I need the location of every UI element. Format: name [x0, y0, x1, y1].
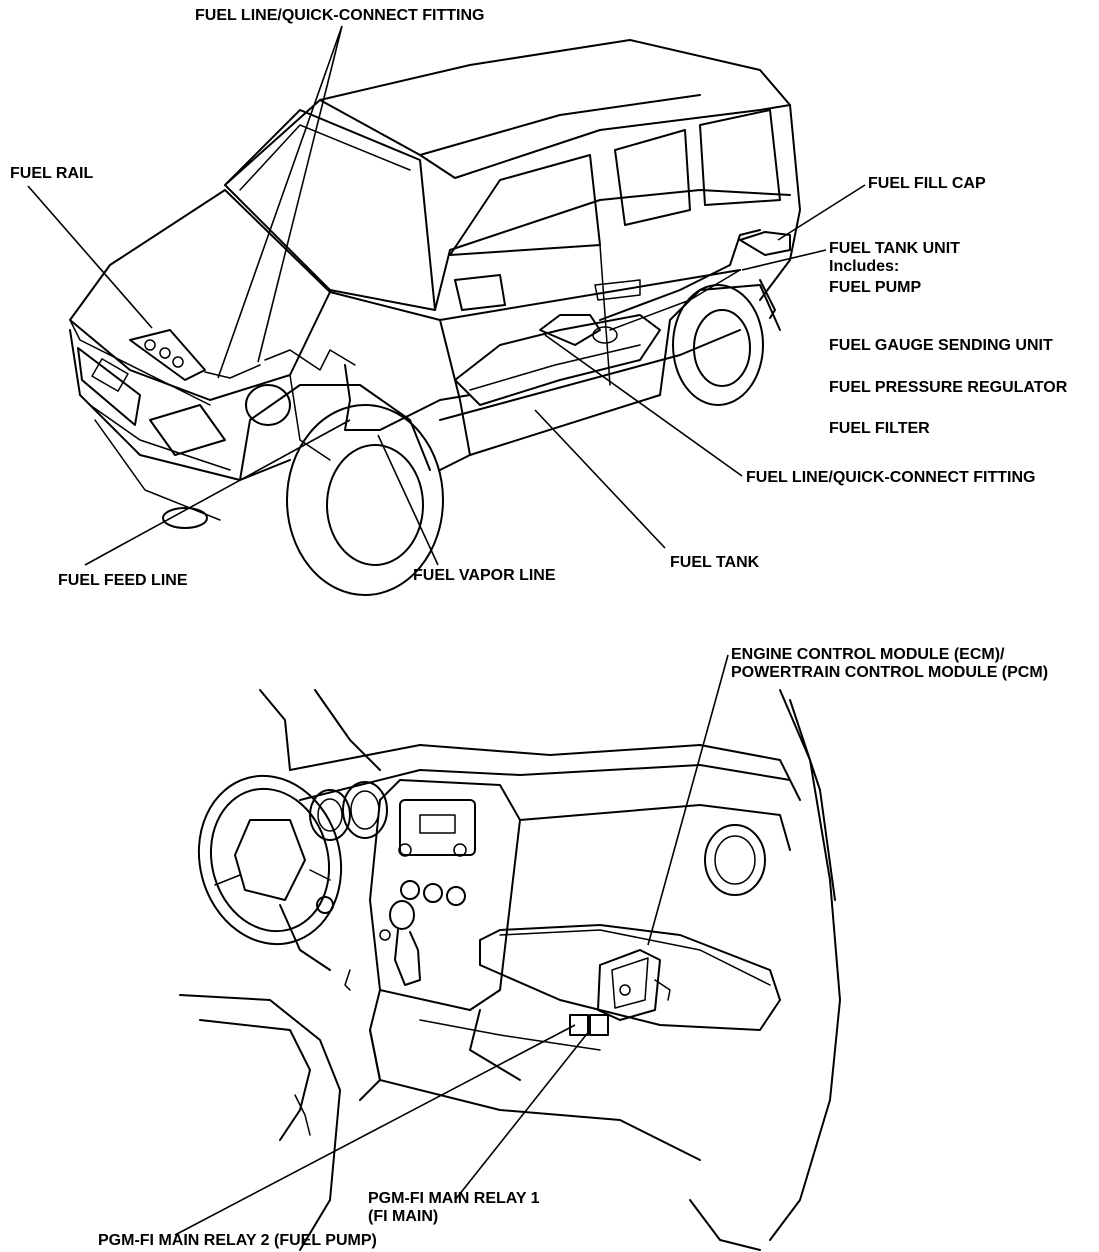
label-relay1-line1: PGM-FI MAIN RELAY 1	[368, 1190, 540, 1207]
label-fuel-tank-unit: FUEL TANK UNIT	[829, 240, 960, 257]
label-fuel-pump: FUEL PUMP	[829, 279, 922, 296]
label-relay1-line2: (FI MAIN)	[368, 1208, 439, 1225]
label-ecm-line1: ENGINE CONTROL MODULE (ECM)/	[731, 646, 1005, 663]
label-fuel-rail: FUEL RAIL	[10, 165, 94, 182]
vehicle-illustration	[69, 39, 801, 596]
top-leader-lines	[27, 25, 866, 566]
label-fuel-pressure-regulator: FUEL PRESSURE REGULATOR	[829, 379, 1068, 396]
label-fuel-gauge-sending-unit: FUEL GAUGE SENDING UNIT	[829, 337, 1053, 354]
label-fuel-vapor-line: FUEL VAPOR LINE	[413, 567, 556, 584]
label-fuel-line-quick-connect-top: FUEL LINE/QUICK-CONNECT FITTING	[195, 7, 485, 24]
label-fuel-fill-cap: FUEL FILL CAP	[868, 175, 986, 192]
label-fuel-filter: FUEL FILTER	[829, 420, 930, 437]
label-ecm-line2: POWERTRAIN CONTROL MODULE (PCM)	[731, 664, 1049, 681]
label-fuel-tank: FUEL TANK	[670, 554, 760, 571]
label-fuel-line-quick-connect-right: FUEL LINE/QUICK-CONNECT FITTING	[746, 469, 1036, 486]
label-includes: Includes:	[829, 258, 900, 275]
label-relay2: PGM-FI MAIN RELAY 2 (FUEL PUMP)	[98, 1232, 377, 1249]
label-fuel-feed-line: FUEL FEED LINE	[58, 572, 188, 589]
